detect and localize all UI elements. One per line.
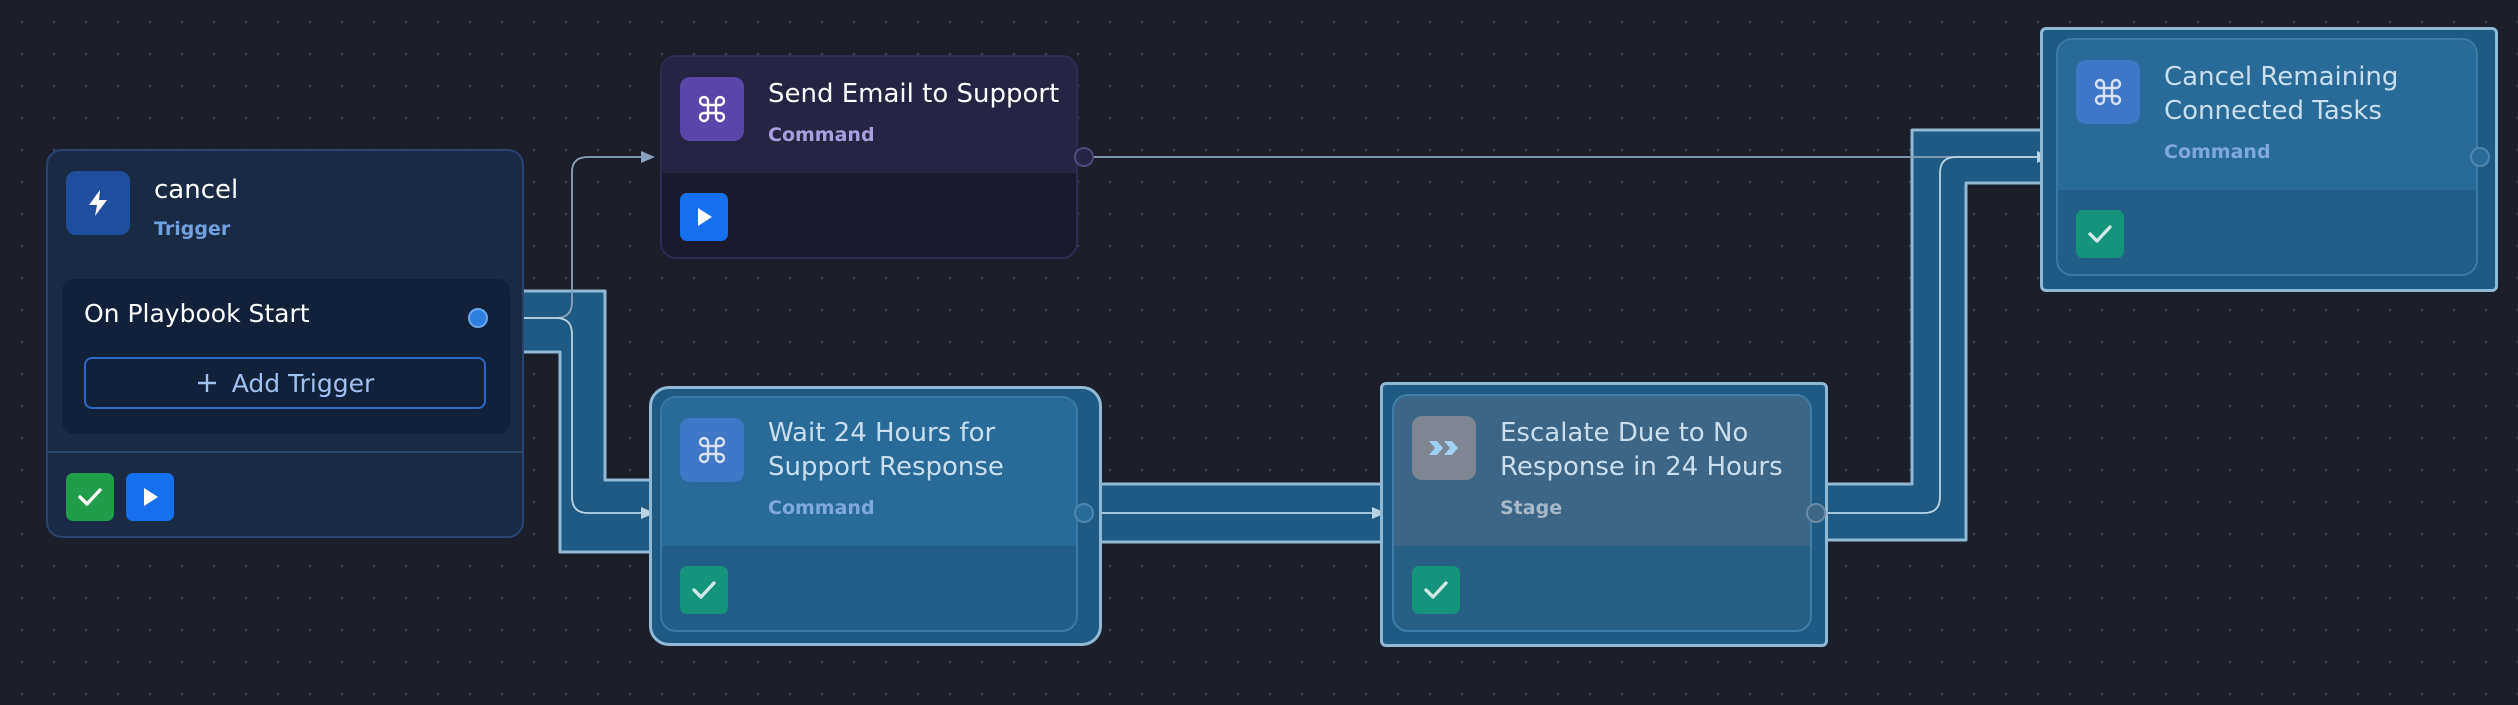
cancel-tasks-node[interactable]: Cancel Remaining Connected Tasks Command <box>2056 38 2478 276</box>
trigger-node[interactable]: cancel Trigger On Playbook Start Add Tri… <box>46 149 524 538</box>
trigger-event-label: On Playbook Start <box>84 299 310 328</box>
arrowhead-send-email <box>641 151 655 163</box>
check-icon <box>692 581 716 599</box>
highlight-band-escalate-cancel <box>1824 128 2047 542</box>
send-email-run-button[interactable] <box>680 193 728 241</box>
play-icon <box>144 488 158 506</box>
wait-node-title-line1: Wait 24 Hours for <box>768 418 996 448</box>
trigger-approve-button[interactable] <box>66 473 114 521</box>
escalate-node[interactable]: Escalate Due to No Response in 24 Hours … <box>1392 394 1812 632</box>
check-icon <box>78 488 102 506</box>
add-trigger-button[interactable]: Add Trigger <box>84 357 486 409</box>
send-email-node-kind: Command <box>768 124 875 146</box>
escalate-approve-button[interactable] <box>1412 566 1460 614</box>
escalate-node-title-line2: Response in 24 Hours <box>1500 452 1783 482</box>
trigger-event-panel: On Playbook Start Add Trigger <box>62 279 510 434</box>
lightning-icon <box>89 190 107 216</box>
cancel-tasks-node-kind: Command <box>2164 141 2271 163</box>
check-icon <box>2088 225 2112 243</box>
send-email-output-port[interactable] <box>1074 147 1094 167</box>
wait-node-kind: Command <box>768 497 875 519</box>
double-chevron-icon <box>1429 441 1458 455</box>
wait-node-title-line2: Support Response <box>768 452 1004 482</box>
escalate-node-title-line1: Escalate Due to No <box>1500 418 1749 448</box>
check-icon <box>1424 581 1448 599</box>
cancel-tasks-node-title-line2: Connected Tasks <box>2164 96 2382 126</box>
cancel-tasks-approve-button[interactable] <box>2076 210 2124 258</box>
trigger-node-title: cancel <box>154 175 239 205</box>
add-trigger-label: Add Trigger <box>231 368 375 398</box>
wait-node[interactable]: Wait 24 Hours for Support Response Comma… <box>660 396 1078 632</box>
send-email-node-title: Send Email to Support <box>768 79 1060 109</box>
trigger-output-port[interactable] <box>468 308 488 328</box>
cancel-tasks-output-port[interactable] <box>2470 147 2490 167</box>
highlight-band-wait-escalate <box>1098 482 1384 544</box>
play-icon <box>698 208 712 226</box>
escalate-output-port[interactable] <box>1806 503 1826 523</box>
escalate-icon-tile <box>1412 416 1476 480</box>
escalate-node-kind: Stage <box>1500 497 1563 519</box>
send-email-node[interactable]: Send Email to Support Command <box>660 55 1078 259</box>
trigger-node-kind: Trigger <box>154 218 231 240</box>
trigger-icon-tile <box>66 171 130 235</box>
cancel-tasks-icon-tile <box>2076 60 2140 124</box>
command-key-icon <box>698 95 726 123</box>
wait-approve-button[interactable] <box>680 566 728 614</box>
cancel-tasks-node-title-line1: Cancel Remaining <box>2164 62 2399 92</box>
command-key-icon <box>698 436 726 464</box>
send-email-icon-tile <box>680 77 744 141</box>
plus-icon <box>197 374 216 392</box>
wire-escalate-cancel <box>1816 156 2043 514</box>
trigger-run-button[interactable] <box>126 473 174 521</box>
command-key-icon <box>2094 78 2122 106</box>
wait-icon-tile <box>680 418 744 482</box>
wait-output-port[interactable] <box>1074 503 1094 523</box>
trigger-node-divider <box>48 451 522 453</box>
